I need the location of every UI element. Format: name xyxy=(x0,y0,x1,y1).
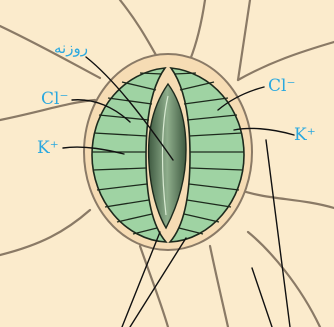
label-k-left: K⁺ xyxy=(37,140,59,157)
label-k-right: K⁺ xyxy=(294,127,316,144)
label-cl-left: Cl⁻ xyxy=(41,91,68,108)
label-cl-right: Cl⁻ xyxy=(268,78,295,95)
label-pore: روزنه xyxy=(54,41,88,56)
